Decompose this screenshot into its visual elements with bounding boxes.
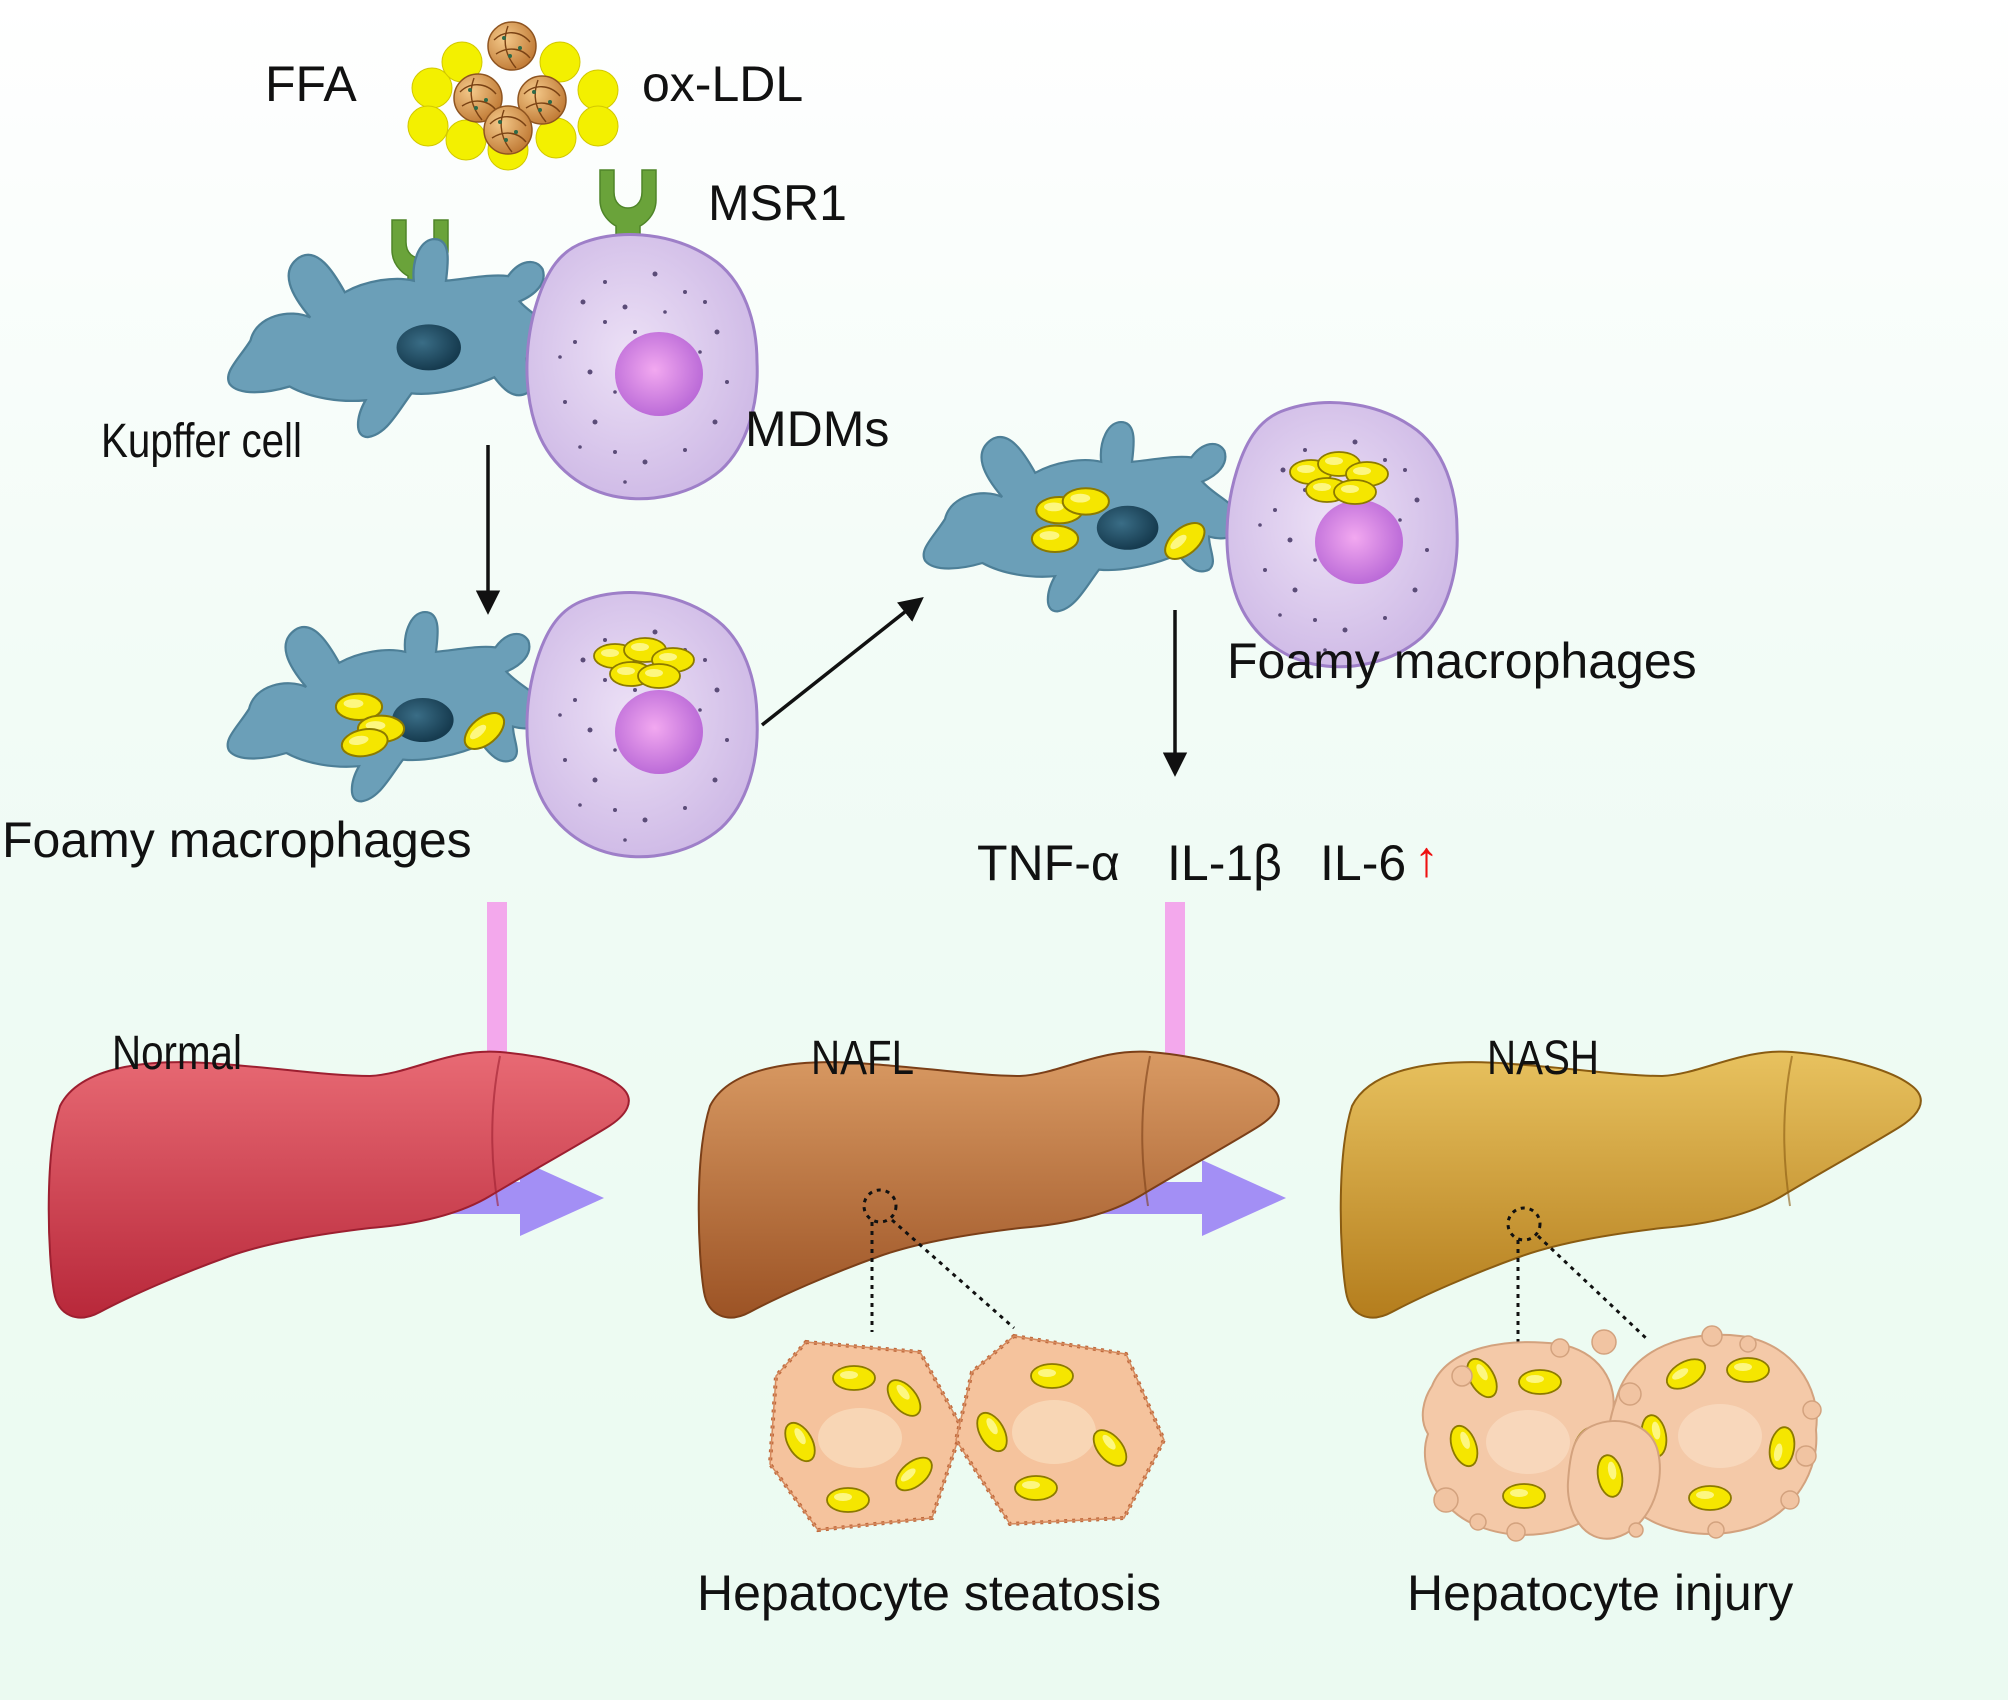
label-foamy-macrophages-left: Foamy macrophages xyxy=(2,812,472,868)
foamy-mdm-cell-right xyxy=(1225,401,1459,669)
label-kupffer-cell: Kupffer cell xyxy=(101,415,302,468)
label-msr1: MSR1 xyxy=(708,175,847,231)
zoom-callout-nash xyxy=(1506,1206,1650,1342)
mdm-cell xyxy=(525,233,759,501)
il-6-increase-arrow: ↑ xyxy=(1414,831,1439,887)
arrow-diagonal xyxy=(760,596,924,727)
label-hepatocyte-injury: Hepatocyte injury xyxy=(1407,1565,1794,1621)
liver-normal xyxy=(47,1050,630,1319)
kupffer-cell xyxy=(226,237,563,439)
label-ffa: FFA xyxy=(265,56,357,112)
zoom-callout-nafl xyxy=(862,1188,1015,1332)
hepatocytes-steatosis xyxy=(767,1333,1167,1533)
foamy-mdm-cell-left xyxy=(525,591,759,859)
label-il-6: IL-6 xyxy=(1320,835,1407,891)
label-normal: Normal xyxy=(112,1027,242,1080)
label-tnf-alpha: TNF-α xyxy=(977,835,1120,891)
label-ox-ldl: ox-LDL xyxy=(642,56,804,112)
label-il-1beta: IL-1β xyxy=(1167,835,1282,891)
label-mdms: MDMs xyxy=(745,401,890,457)
liver-nash xyxy=(1339,1050,1922,1319)
label-foamy-macrophages-right: Foamy macrophages xyxy=(1227,633,1697,689)
liver-nafl xyxy=(697,1050,1280,1319)
label-hepatocyte-steatosis: Hepatocyte steatosis xyxy=(697,1565,1162,1621)
foamy-kupffer-cell-left xyxy=(226,610,548,803)
hepatocytes-injury xyxy=(1421,1325,1822,1542)
foamy-kupffer-cell-right xyxy=(922,420,1244,613)
label-nafl: NAFL xyxy=(811,1032,915,1085)
label-nash: NASH xyxy=(1487,1032,1600,1085)
